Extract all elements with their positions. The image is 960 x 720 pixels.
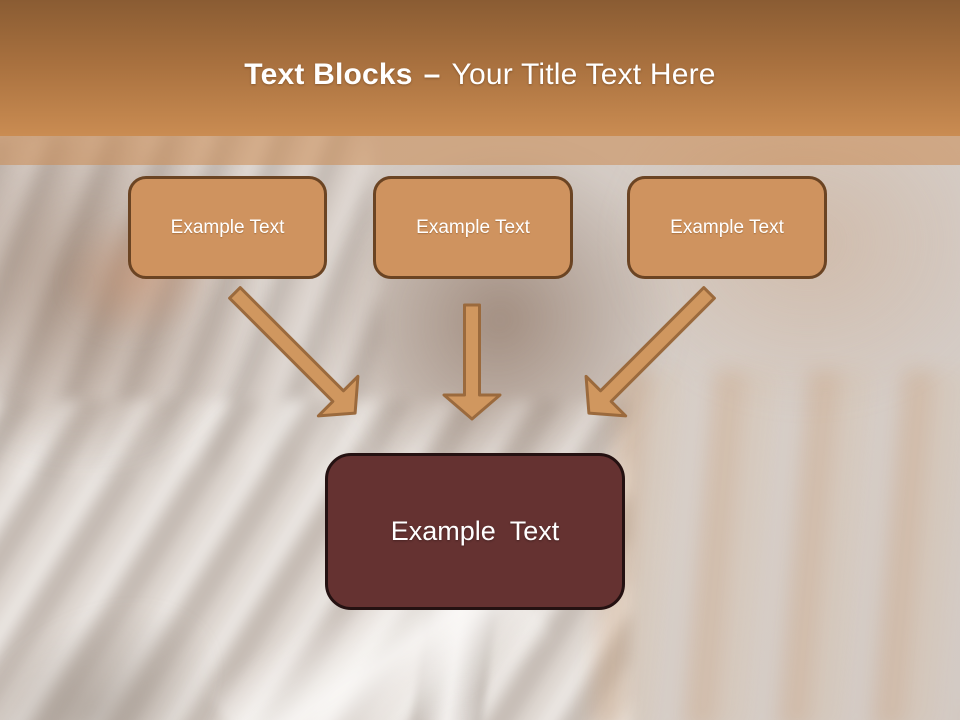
text-block-1: Example Text (128, 176, 327, 279)
arrow-down-right-icon (212, 270, 377, 435)
arrow-down-left-icon (566, 270, 731, 435)
bg-copper-pipes-right (590, 370, 960, 720)
page-title: Text Blocks–Your Title Text Here (244, 58, 715, 92)
title-bold-part: Text Blocks (244, 58, 413, 91)
text-block-1-label: Example Text (170, 216, 285, 238)
arrow-down-icon (442, 303, 502, 421)
title-rest-part: Your Title Text Here (451, 58, 716, 91)
result-block-label: Example Text (390, 516, 560, 546)
title-bar: Text Blocks–Your Title Text Here (0, 0, 960, 136)
bg-dark-corner-bottom-left (0, 559, 257, 720)
text-block-3-label: Example Text (670, 216, 784, 238)
result-block: Example Text (325, 453, 625, 610)
text-block-3: Example Text (627, 176, 827, 279)
text-block-2: Example Text (373, 176, 573, 279)
title-bar-accent-strip (0, 136, 960, 165)
title-separator: – (423, 58, 441, 91)
text-block-2-label: Example Text (416, 216, 530, 238)
